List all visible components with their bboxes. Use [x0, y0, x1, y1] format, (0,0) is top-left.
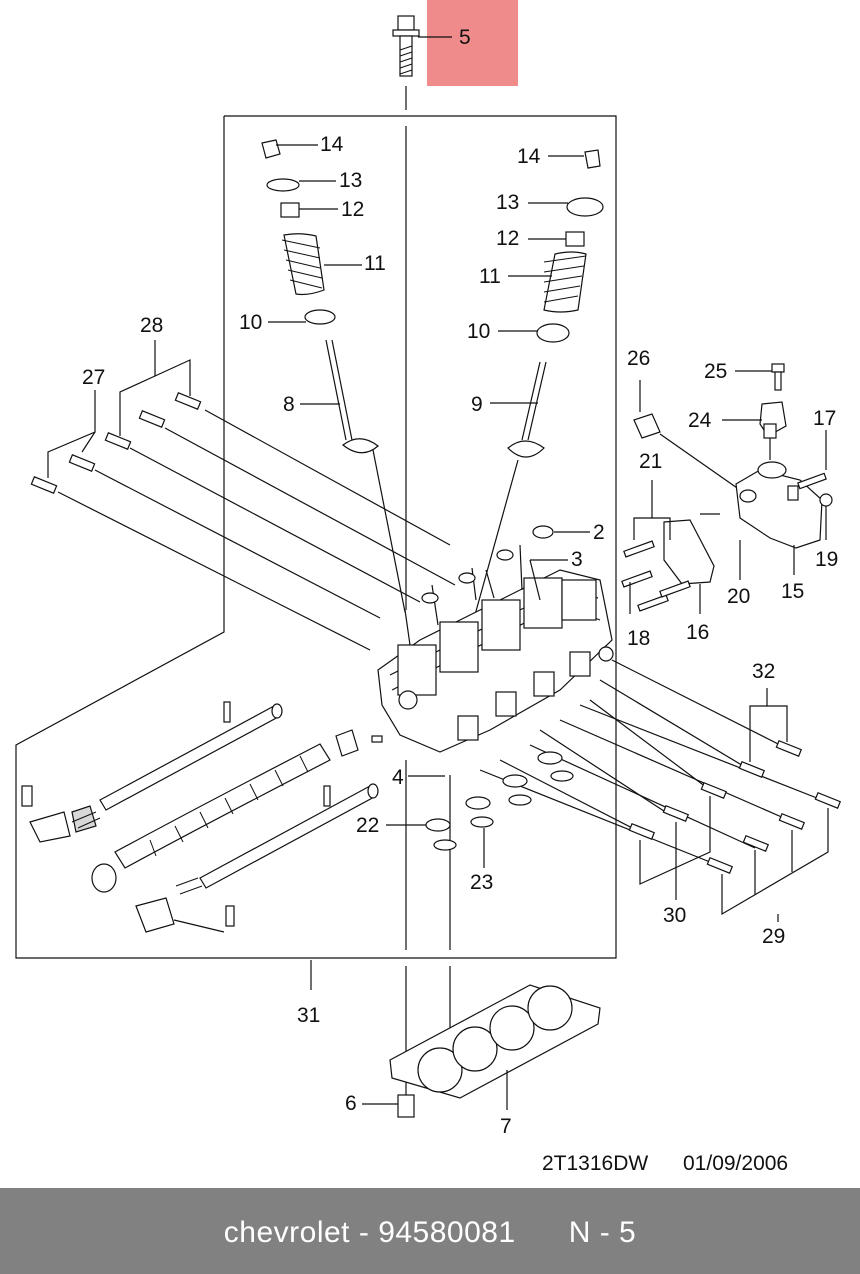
sensor-26-icon [633, 380, 741, 491]
callout-13-left: 13 [339, 169, 362, 192]
callout-22: 22 [356, 814, 379, 837]
callout-24: 24 [688, 409, 712, 432]
callout-4: 4 [392, 766, 404, 789]
gasket-16-icon [663, 519, 715, 614]
callout-25: 25 [704, 360, 727, 383]
drawing-code: 2T1316DW [542, 1152, 648, 1175]
callout-23: 23 [470, 871, 493, 894]
part-footer-bar: chevrolet - 94580081 N - 5 [0, 1188, 860, 1274]
callout-27: 27 [82, 366, 105, 389]
callout-14-right: 14 [517, 145, 541, 168]
callout-5: 5 [459, 26, 471, 49]
bolt-19-icon [819, 493, 833, 540]
callout-labels: 5 14 13 12 11 10 8 14 13 12 11 10 9 28 2… [82, 26, 838, 1138]
callout-17: 17 [813, 407, 836, 430]
callout-20: 20 [727, 585, 750, 608]
bolt-25-icon [735, 363, 785, 391]
callout-12-left: 12 [341, 198, 364, 221]
callout-7: 7 [500, 1115, 512, 1138]
callout-11-left: 11 [364, 252, 386, 275]
guide-lines [310, 86, 451, 1095]
footer-position: N - 5 [568, 1216, 637, 1249]
callout-3: 3 [571, 548, 583, 571]
callout-18: 18 [627, 627, 650, 650]
callout-11-right: 11 [479, 265, 501, 288]
studs-29-30-32 [628, 688, 842, 922]
callout-10-left: 10 [239, 311, 262, 334]
callout-15: 15 [781, 580, 804, 603]
studs-27-28 [30, 340, 456, 651]
bolt-17-icon [797, 430, 827, 490]
callout-6: 6 [345, 1092, 357, 1115]
cylinder-head-frame [15, 115, 617, 959]
right-valve-train [467, 149, 604, 641]
sensor-24-icon [722, 401, 787, 460]
callout-13-right: 13 [496, 191, 519, 214]
callout-8: 8 [283, 393, 295, 416]
callout-29: 29 [762, 925, 785, 948]
callout-12-right: 12 [496, 227, 519, 250]
callout-30: 30 [663, 904, 686, 927]
callout-32: 32 [752, 660, 775, 683]
callout-31: 31 [297, 1004, 320, 1027]
exploded-parts-diagram: 5 14 13 12 11 10 8 14 13 12 11 10 9 28 2… [15, 0, 842, 1175]
callout-19: 19 [815, 548, 838, 571]
callout-10-right: 10 [467, 320, 490, 343]
callout-5-highlight [427, 0, 518, 86]
part-footer-text: chevrolet - 94580081 N - 5 [223, 1216, 637, 1249]
studs-18-21 [621, 480, 741, 614]
drawing-date: 01/09/2006 [683, 1152, 788, 1175]
footer-brand: chevrolet [223, 1216, 351, 1249]
footer-part-number: 94580081 [378, 1216, 516, 1249]
callout-9: 9 [471, 393, 483, 416]
seal-rings-22-23 [386, 751, 574, 868]
head-gasket-7 [389, 984, 601, 1110]
callout-16: 16 [686, 621, 709, 644]
head-bolt-icon [392, 15, 420, 77]
callout-2: 2 [593, 521, 605, 544]
cylinder-head-4 [377, 525, 614, 777]
camshaft-and-rocker-shafts [21, 701, 383, 933]
callout-26: 26 [627, 347, 650, 370]
dowel-6-icon [362, 1094, 415, 1118]
left-valve-train [261, 139, 406, 613]
callout-21: 21 [639, 450, 662, 473]
callout-14-left: 14 [320, 133, 344, 156]
callout-28: 28 [140, 314, 163, 337]
thermostat-housing-15 [735, 461, 823, 575]
